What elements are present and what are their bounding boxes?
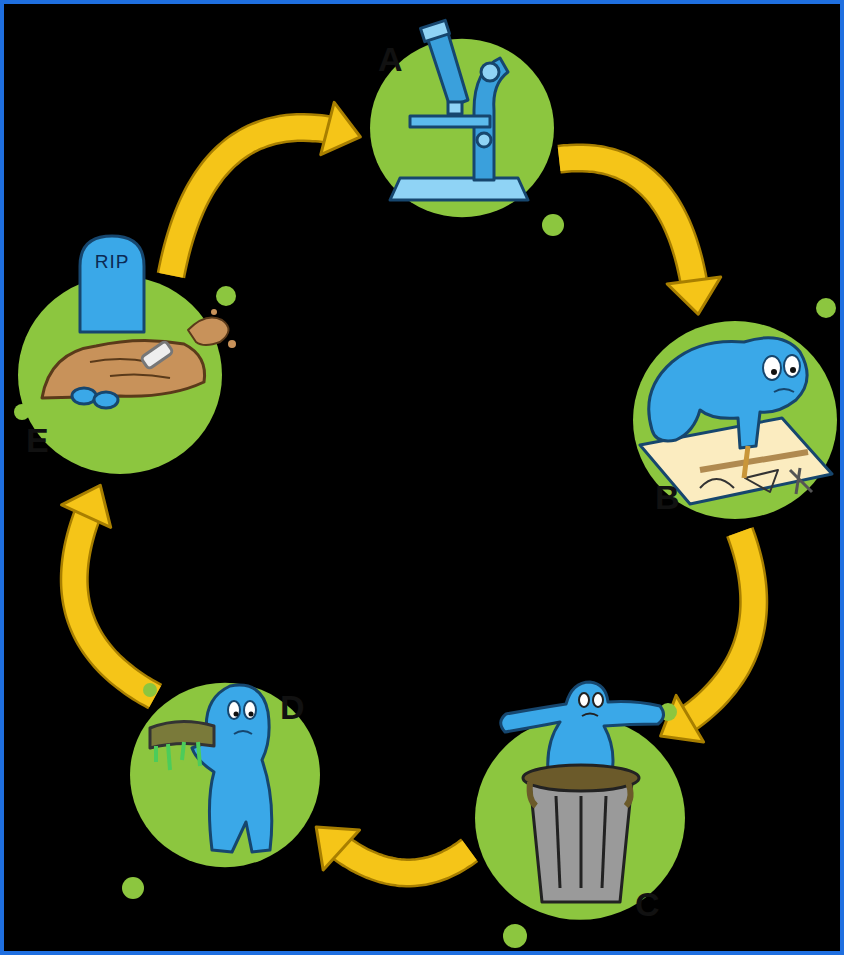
cycle-arrow bbox=[559, 158, 721, 314]
label-slot: RIP bbox=[95, 252, 130, 272]
arrow-head bbox=[667, 277, 721, 314]
grave-scene-part bbox=[211, 309, 217, 315]
arrow-outline bbox=[74, 513, 155, 697]
arrow-head bbox=[316, 827, 359, 870]
trash-can-creature-part bbox=[582, 714, 598, 717]
stage-blob: B bbox=[633, 318, 837, 522]
decor-dots-part bbox=[122, 877, 144, 899]
step-letter: C bbox=[635, 885, 660, 923]
blob-fill bbox=[633, 321, 837, 519]
arrow-head bbox=[661, 695, 704, 742]
letter-slot: E bbox=[26, 423, 49, 457]
arrow-body bbox=[686, 532, 754, 720]
step-letter: E bbox=[26, 421, 49, 459]
blob-fill bbox=[130, 683, 320, 867]
arrow-outline bbox=[171, 127, 331, 275]
tombstone-text: RIP bbox=[95, 251, 130, 272]
decor-dots-part bbox=[143, 683, 157, 697]
arrow-outline bbox=[339, 847, 470, 873]
arrow-body bbox=[339, 847, 470, 873]
letter-slot: B bbox=[655, 480, 680, 514]
letter-slot: A bbox=[378, 42, 403, 76]
cycle-arrow bbox=[62, 485, 156, 696]
stage-blob: E bbox=[18, 273, 222, 477]
grave-scene-part bbox=[228, 340, 236, 348]
step-letter: D bbox=[280, 688, 305, 726]
decor-dots-part bbox=[659, 703, 677, 721]
trash-can-creature-part bbox=[579, 693, 589, 707]
arrow-head bbox=[62, 485, 111, 527]
decor-dots-part bbox=[542, 214, 564, 236]
cycle-arrow bbox=[316, 827, 469, 873]
letter-slot: C bbox=[635, 887, 660, 921]
stage-blob: C bbox=[475, 713, 685, 923]
trash-can-creature-part bbox=[593, 693, 603, 707]
blob-fill bbox=[370, 39, 554, 217]
decor-dots-part bbox=[216, 286, 236, 306]
cycle-arrow bbox=[171, 102, 360, 275]
arrow-outline bbox=[686, 532, 754, 720]
arrow-outline bbox=[559, 158, 694, 285]
stage-blob: A bbox=[370, 36, 554, 220]
arrow-head bbox=[321, 102, 361, 154]
arrow-body bbox=[74, 513, 155, 697]
blob-fill bbox=[18, 276, 222, 474]
arrow-body bbox=[559, 158, 694, 285]
step-letter: A bbox=[378, 40, 403, 78]
stage-blob: D bbox=[130, 680, 320, 870]
arrow-body bbox=[171, 127, 331, 275]
microscope-icon-part bbox=[420, 20, 449, 41]
decor-dots-part bbox=[816, 298, 836, 318]
decor-dots-part bbox=[503, 924, 527, 948]
step-letter: B bbox=[655, 478, 680, 516]
cycle-arrow bbox=[661, 532, 754, 742]
decor-dots bbox=[14, 214, 836, 948]
letter-slot: D bbox=[280, 690, 305, 724]
